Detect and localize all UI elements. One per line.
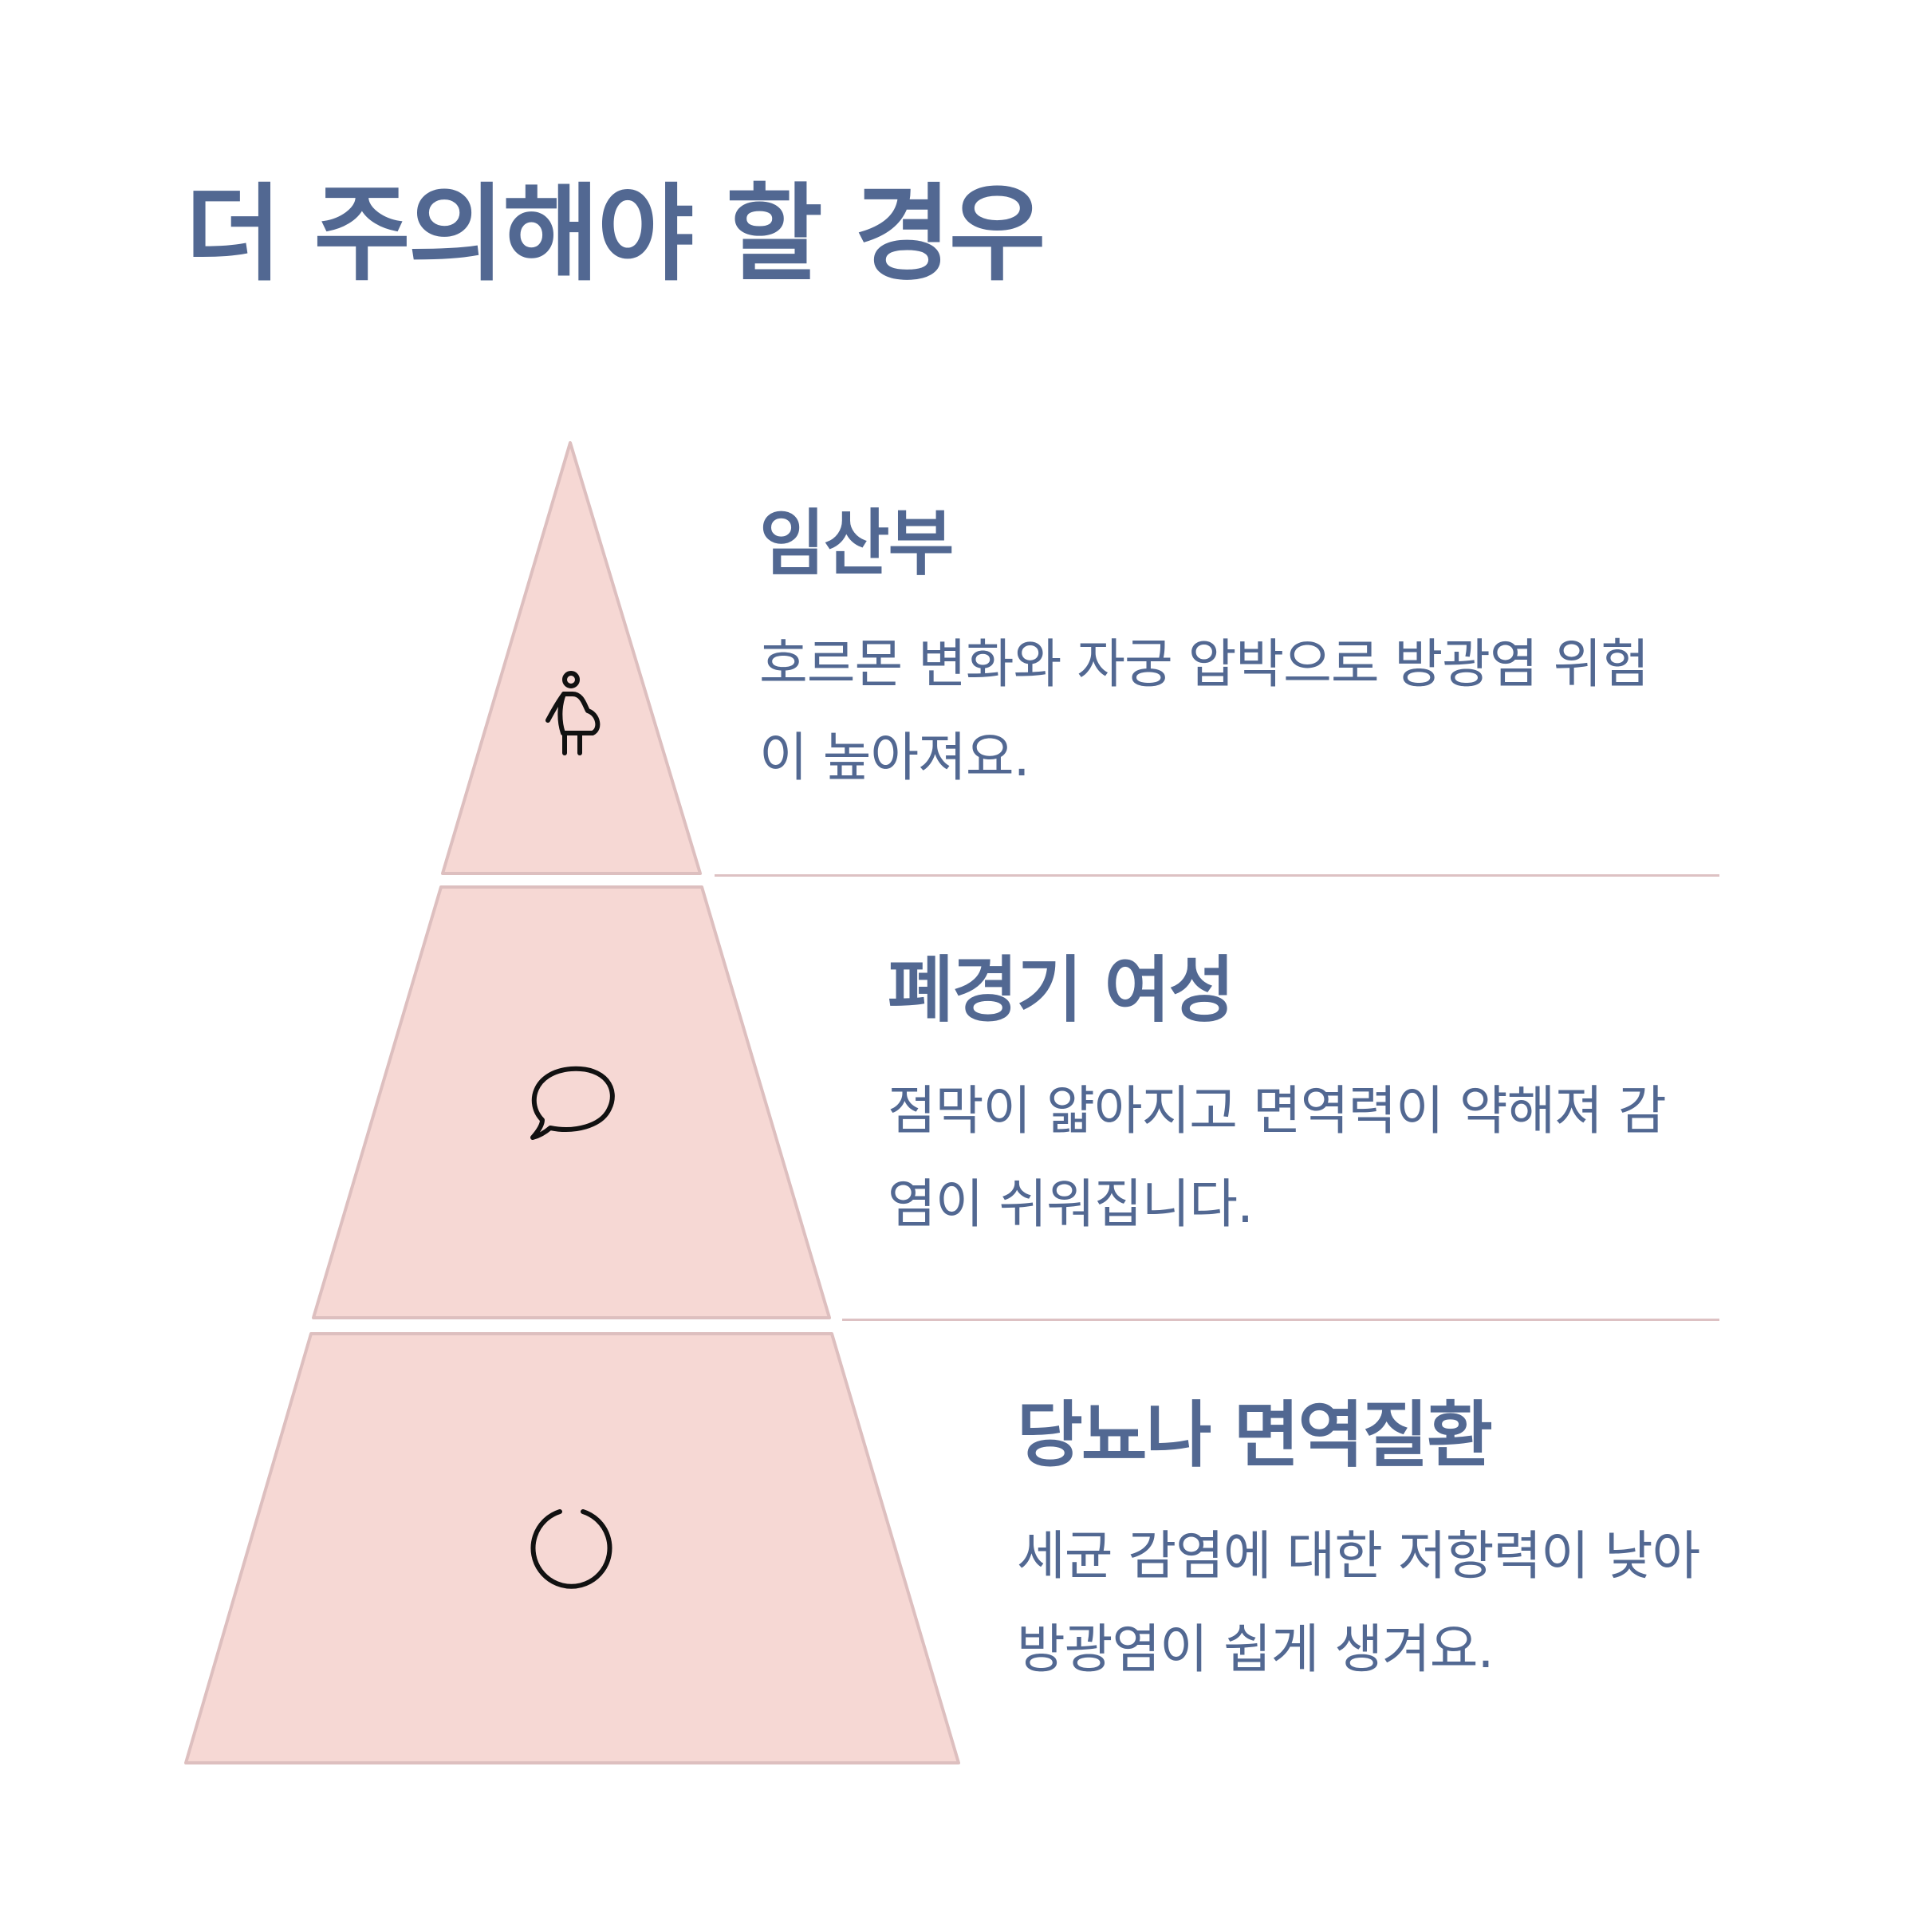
tier-divider [842, 1319, 1719, 1321]
pyramid-tier-middle [312, 885, 831, 1319]
tier-text-bottom: 당뇨나 면역질환 세균 감염에 대한 저항력이 낮아 방광염이 쉽게 생겨요. [1017, 1394, 1814, 1696]
tier-description: 호르몬 변화와 자궁 압박으로 방광염 위험이 높아져요. [759, 633, 1649, 788]
pyramid-tier-top [441, 441, 702, 875]
pregnant-person-icon [545, 671, 601, 755]
tier-divider [715, 874, 1719, 877]
tier-heading: 폐경기 여성 [888, 948, 1235, 1032]
tier-text-middle: 폐경기 여성 점막이 얇아지고 면역력이 약해져 감염이 쉬워집니다. [888, 949, 1685, 1251]
open-circle-icon [530, 1509, 612, 1589]
tier-description: 세균 감염에 대한 저항력이 낮아 방광염이 쉽게 생겨요. [1017, 1524, 1700, 1680]
page-title: 더 주의해야 할 경우 [185, 173, 1046, 296]
tier-description: 점막이 얇아지고 면역력이 약해져 감염이 쉬워집니다. [888, 1079, 1667, 1235]
pyramid-tier-bottom [184, 1332, 960, 1764]
tier-text-top: 임산부 호르몬 변화와 자궁 압박으로 방광염 위험이 높아져요. [759, 502, 1649, 804]
tier-heading: 당뇨나 면역질환 [1017, 1394, 1493, 1477]
speech-bubble-icon [530, 1066, 615, 1140]
tier-heading: 임산부 [759, 502, 954, 586]
